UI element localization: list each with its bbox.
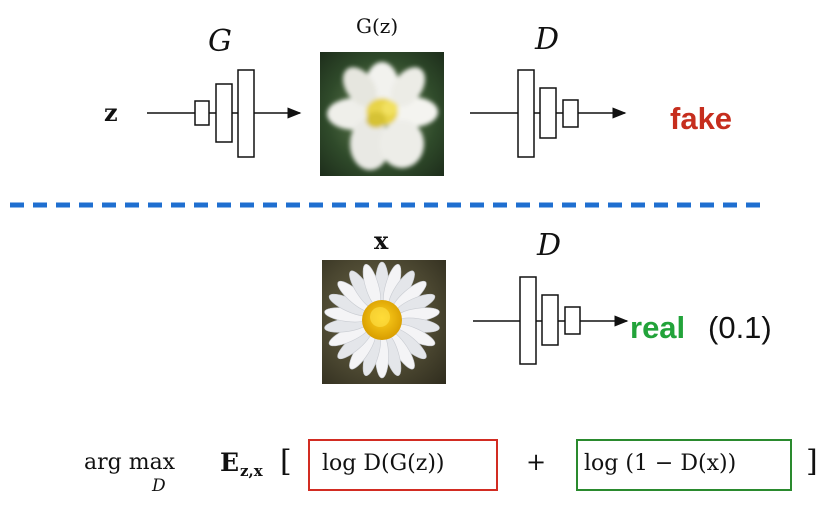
generated-image-label: G(z) (356, 14, 399, 38)
expectation-symbol: E (220, 448, 239, 477)
fake-daisy-image (320, 52, 444, 176)
z-label: z (104, 98, 118, 127)
log-d-g-z-term: log D(G(z)) (322, 451, 445, 476)
log-d-g-z-box: log D(G(z)) (308, 439, 498, 491)
discriminator-network-top (470, 69, 627, 158)
objective-formula: arg max D E z,x [ log D(G(z)) + log (1 −… (70, 436, 830, 496)
discriminator-label-top: D (535, 22, 560, 57)
x-label: x (374, 226, 389, 255)
discriminator-network-bottom (473, 276, 629, 365)
close-bracket: ] (806, 444, 818, 479)
log-one-minus-d-x-term: log (1 − D(x)) (584, 451, 737, 476)
discriminator-label-bottom: D (537, 228, 562, 263)
expectation-subscript: z,x (240, 462, 263, 480)
argmax-operator: arg max (84, 450, 176, 475)
generator-network (147, 69, 302, 158)
real-daisy-image (322, 260, 446, 384)
open-bracket: [ (280, 444, 292, 479)
real-output-value: (0.1) (708, 310, 772, 345)
fake-output-label: fake (670, 101, 733, 136)
argmax-subscript: D (152, 476, 166, 496)
real-output-label: real (630, 310, 686, 345)
log-one-minus-d-x-box: log (1 − D(x)) (576, 439, 792, 491)
generator-label: G (208, 24, 232, 59)
plus-sign: + (526, 448, 547, 476)
